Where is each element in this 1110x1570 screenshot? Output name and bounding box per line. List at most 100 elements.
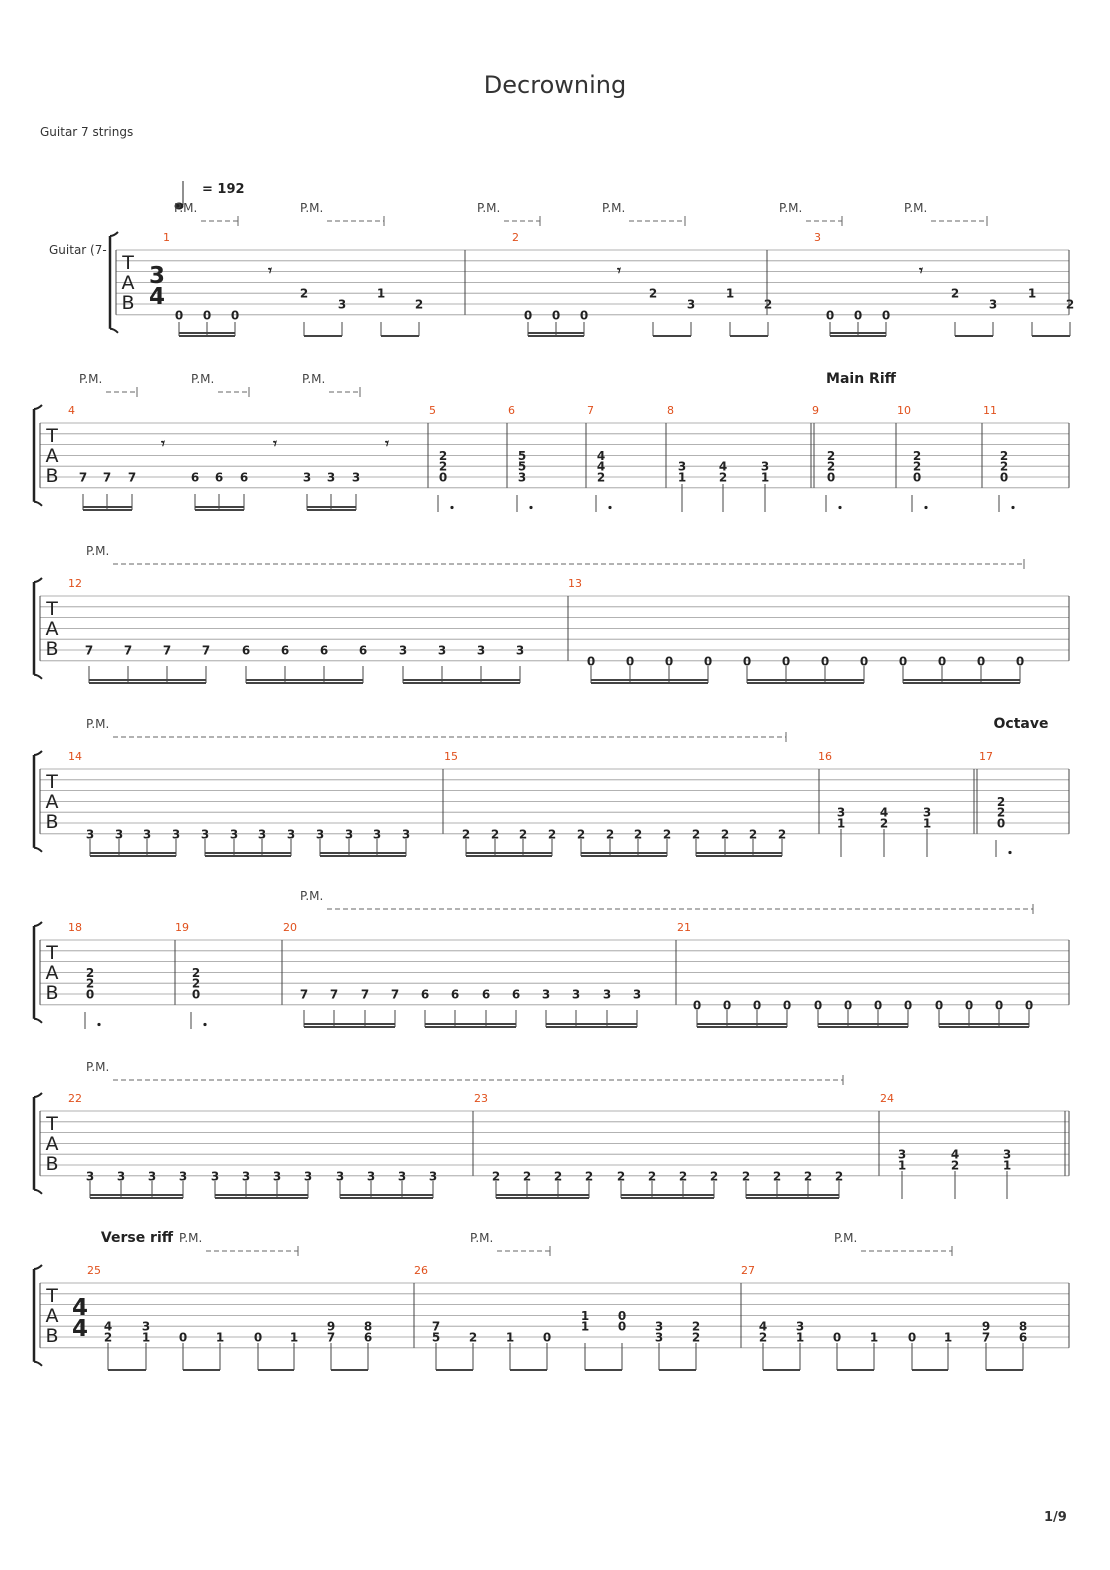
palm-mute-label: P.M. — [300, 889, 323, 903]
fret-number: 0 — [192, 988, 200, 1002]
fret-number: 0 — [179, 1331, 187, 1345]
eighth-rest: 𝄾 — [267, 262, 272, 280]
staff-bracket-hook — [33, 673, 43, 680]
fret-number: 7 — [982, 1331, 990, 1345]
eighth-rest: 𝄾 — [616, 262, 621, 280]
fret-number: 0 — [965, 998, 973, 1012]
tab-clef-letter: T — [45, 771, 58, 793]
fret-number: 3 — [172, 827, 180, 841]
eighth-rest: 𝄾 — [918, 262, 923, 280]
palm-mute-label: P.M. — [470, 1231, 493, 1245]
fret-number: 3 — [402, 827, 410, 841]
fret-number: 0 — [854, 308, 862, 322]
fret-number: 0 — [580, 308, 588, 322]
fret-number: 0 — [86, 988, 94, 1002]
fret-number: 3 — [115, 827, 123, 841]
fret-number: 3 — [373, 827, 381, 841]
fret-number: 6 — [421, 988, 429, 1002]
tempo-marking: = 192 — [202, 182, 245, 197]
fret-number: 6 — [451, 988, 459, 1002]
tab-clef-letter: B — [45, 465, 58, 487]
measure-number: 7 — [587, 404, 594, 417]
fret-number: 5 — [518, 449, 526, 463]
fret-number: 3 — [687, 298, 695, 312]
fret-number: 3 — [572, 988, 580, 1002]
measure-number: 25 — [87, 1264, 101, 1277]
fret-number: 7 — [103, 471, 111, 485]
fret-number: 2 — [554, 1169, 562, 1183]
staff-bracket-hook — [33, 921, 43, 927]
staff-bracket-hook — [33, 1188, 43, 1195]
fret-number: 2 — [997, 806, 1005, 820]
fret-number: 2 — [491, 827, 499, 841]
fret-number: 1 — [678, 471, 686, 485]
fret-number: 3 — [336, 1169, 344, 1183]
fret-number: 2 — [617, 1169, 625, 1183]
fret-number: 2 — [835, 1169, 843, 1183]
fret-number: 7 — [327, 1331, 335, 1345]
fret-number: 7 — [432, 1320, 440, 1334]
fret-number: 2 — [469, 1331, 477, 1345]
fret-number: 3 — [633, 988, 641, 1002]
fret-number: 3 — [837, 806, 845, 820]
fret-number: 3 — [142, 1320, 150, 1334]
song-title: Decrowning — [483, 71, 627, 99]
fret-number: 3 — [761, 460, 769, 474]
fret-number: 0 — [783, 998, 791, 1012]
fret-number: 2 — [742, 1169, 750, 1183]
fret-number: 7 — [391, 988, 399, 1002]
fret-number: 0 — [618, 1309, 626, 1323]
fret-number: 3 — [603, 988, 611, 1002]
fret-number: 2 — [597, 471, 605, 485]
measure-number: 27 — [741, 1264, 755, 1277]
fret-number: 3 — [86, 827, 94, 841]
fret-number: 2 — [519, 827, 527, 841]
measure-number: 2 — [512, 231, 519, 244]
palm-mute-label: P.M. — [834, 1231, 857, 1245]
eighth-rest: 𝄾 — [160, 435, 165, 453]
fret-number: 2 — [719, 471, 727, 485]
fret-number: 3 — [273, 1169, 281, 1183]
fret-number: 3 — [796, 1320, 804, 1334]
measure-number: 12 — [68, 577, 82, 590]
time-signature-bottom: 4 — [72, 1316, 88, 1342]
tab-clef-letter: A — [46, 1305, 59, 1327]
measure-number: 4 — [68, 404, 75, 417]
fret-number: 3 — [258, 827, 266, 841]
fret-number: 6 — [281, 644, 289, 658]
measure-number: 5 — [429, 404, 436, 417]
fret-number: 0 — [587, 654, 595, 668]
tab-clef-letter: A — [46, 618, 59, 640]
fret-number: 7 — [300, 988, 308, 1002]
fret-number: 0 — [844, 998, 852, 1012]
fret-number: 8 — [364, 1320, 372, 1334]
fret-number: 0 — [543, 1331, 551, 1345]
fret-number: 2 — [951, 1159, 959, 1173]
measure-number: 1 — [163, 231, 170, 244]
fret-number: 3 — [211, 1169, 219, 1183]
time-signature-top: 4 — [72, 1295, 88, 1321]
fret-number: 0 — [753, 998, 761, 1012]
fret-number: 0 — [524, 308, 532, 322]
fret-number: 3 — [148, 1169, 156, 1183]
tab-clef-letter: A — [46, 1133, 59, 1155]
fret-number: 2 — [827, 460, 835, 474]
tempo-note-head — [174, 202, 184, 210]
tab-clef-letter: T — [45, 942, 58, 964]
rhythm-dot — [838, 505, 842, 510]
fret-number: 3 — [345, 827, 353, 841]
fret-number: 2 — [692, 1331, 700, 1345]
fret-number: 2 — [648, 1169, 656, 1183]
fret-number: 2 — [663, 827, 671, 841]
fret-number: 3 — [1003, 1148, 1011, 1162]
fret-number: 3 — [399, 644, 407, 658]
fret-number: 2 — [86, 977, 94, 991]
fret-number: 3 — [516, 644, 524, 658]
fret-number: 3 — [338, 298, 346, 312]
fret-number: 3 — [655, 1320, 663, 1334]
fret-number: 7 — [330, 988, 338, 1002]
fret-number: 1 — [216, 1331, 224, 1345]
fret-number: 2 — [192, 977, 200, 991]
fret-number: 0 — [665, 654, 673, 668]
rhythm-dot — [924, 505, 928, 510]
